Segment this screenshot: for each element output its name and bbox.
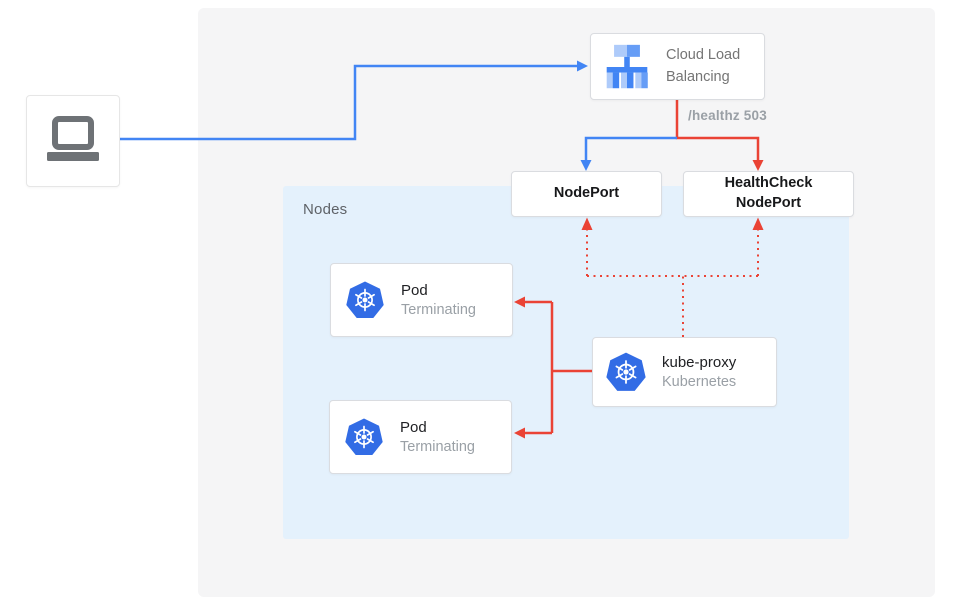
client-node [26, 95, 120, 187]
kube-proxy-subtitle: Kubernetes [662, 374, 737, 390]
pod-1-title: Pod [401, 282, 428, 299]
pod-2-title: Pod [400, 419, 427, 436]
cloud-load-balancing-icon [606, 44, 648, 88]
healthz-503-edge-label: /healthz 503 [688, 108, 767, 123]
cloud-load-balancing-label: Cloud Load Balancing [666, 47, 741, 85]
kube-proxy-node: kube-proxy Kubernetes [592, 337, 777, 407]
laptop-icon [47, 116, 99, 161]
cloud-load-balancing-node: Cloud Load Balancing [590, 33, 765, 100]
healthcheck-nodeport-label: HealthCheck NodePort [724, 175, 813, 211]
kubernetes-icon [605, 351, 647, 392]
kube-proxy-title: kube-proxy [662, 354, 737, 371]
kubernetes-icon [345, 280, 385, 319]
nodes-group-label: Nodes [303, 201, 348, 218]
kubernetes-icon [344, 417, 384, 456]
nodeport-label: NodePort [553, 185, 620, 202]
pod-2-status: Terminating [400, 439, 475, 455]
nodeport-node: NodePort [511, 171, 662, 217]
pod-1-status: Terminating [401, 302, 476, 318]
healthcheck-nodeport-node: HealthCheck NodePort [683, 171, 854, 217]
pod-node-2: Pod Terminating [329, 400, 512, 474]
pod-node-1: Pod Terminating [330, 263, 513, 337]
